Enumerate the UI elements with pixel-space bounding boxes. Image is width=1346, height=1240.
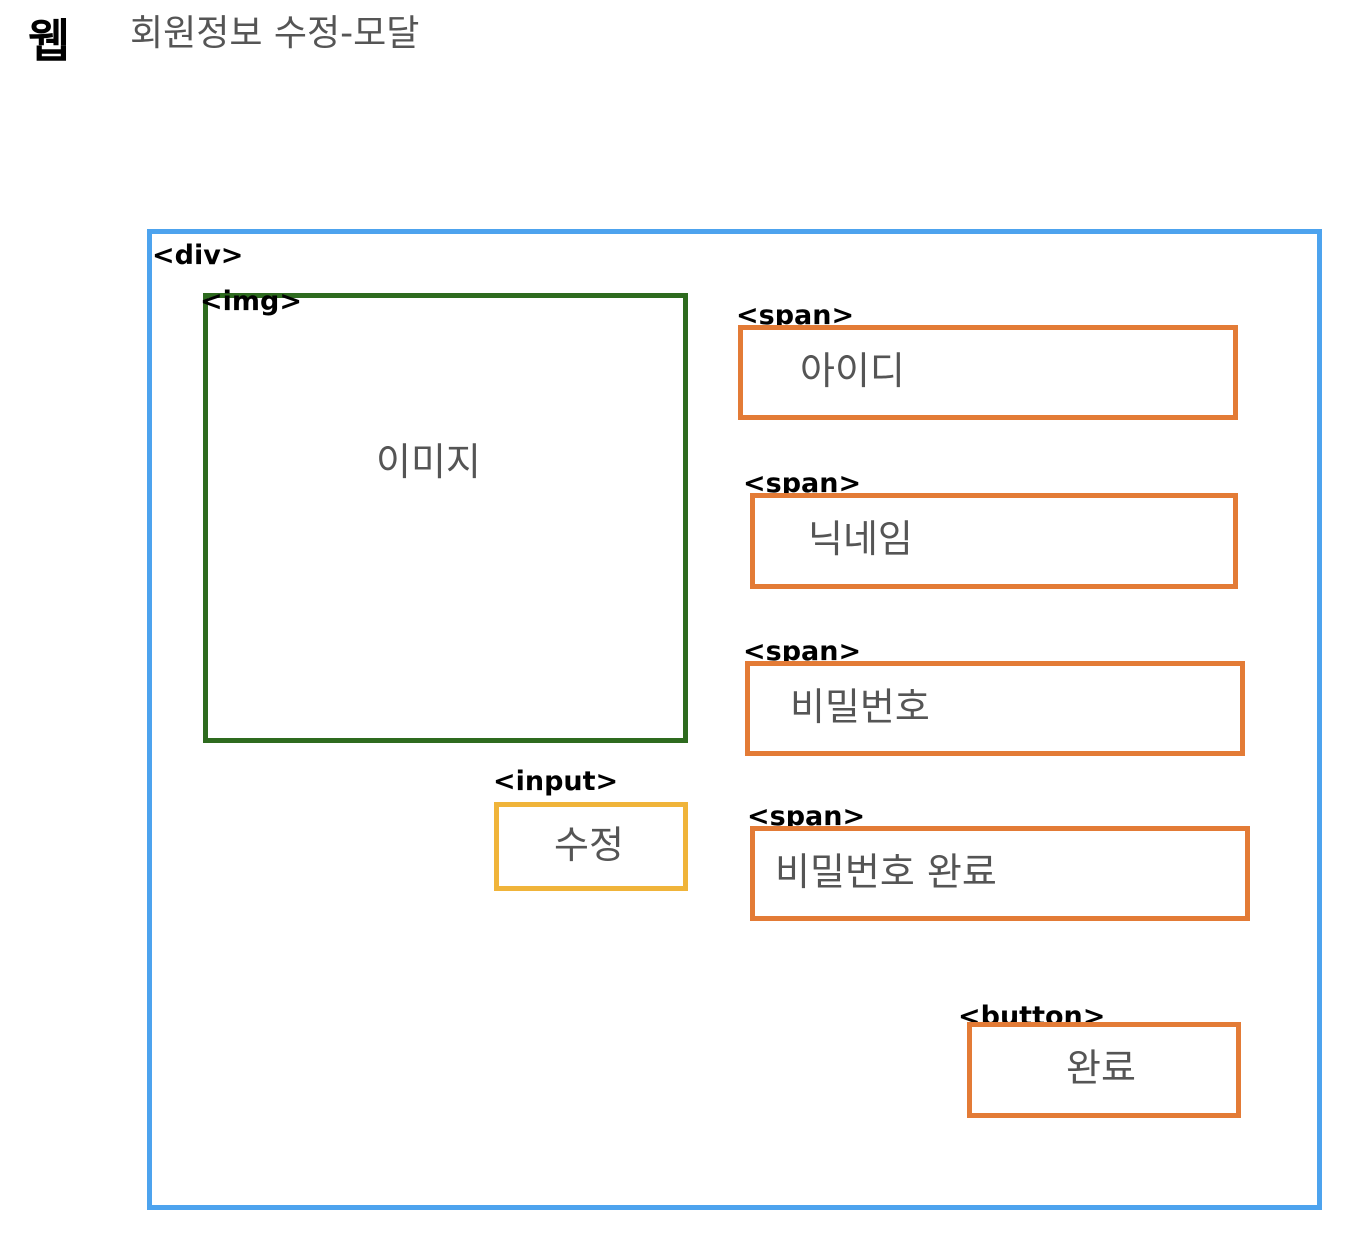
span-tag-label-nickname: <span> bbox=[743, 468, 862, 499]
password-field bbox=[745, 661, 1245, 756]
complete-button[interactable] bbox=[967, 1022, 1241, 1118]
modal-container-div bbox=[147, 229, 1322, 1210]
div-tag-label: <div> bbox=[152, 240, 244, 271]
page-title: 웹 bbox=[28, 14, 71, 68]
nickname-field-label: 닉네임 bbox=[808, 517, 913, 561]
profile-image-placeholder bbox=[203, 293, 688, 743]
span-tag-label-password-confirm: <span> bbox=[747, 801, 866, 832]
input-tag-label: <input> bbox=[493, 766, 619, 797]
id-field-label: 아이디 bbox=[800, 349, 905, 393]
edit-input-label: 수정 bbox=[554, 823, 624, 867]
nickname-field bbox=[750, 493, 1238, 589]
complete-button-label: 완료 bbox=[1066, 1046, 1136, 1090]
span-tag-label-password: <span> bbox=[743, 636, 862, 667]
image-label: 이미지 bbox=[376, 440, 481, 484]
page-subtitle: 회원정보 수정-모달 bbox=[130, 13, 420, 54]
password-confirm-field-label: 비밀번호 완료 bbox=[775, 850, 997, 894]
password-confirm-field bbox=[750, 826, 1250, 921]
img-tag-label: <img> bbox=[200, 286, 302, 317]
password-field-label: 비밀번호 bbox=[790, 685, 930, 729]
span-tag-label-id: <span> bbox=[736, 300, 855, 331]
id-field bbox=[738, 325, 1238, 420]
edit-image-input[interactable] bbox=[494, 802, 688, 891]
